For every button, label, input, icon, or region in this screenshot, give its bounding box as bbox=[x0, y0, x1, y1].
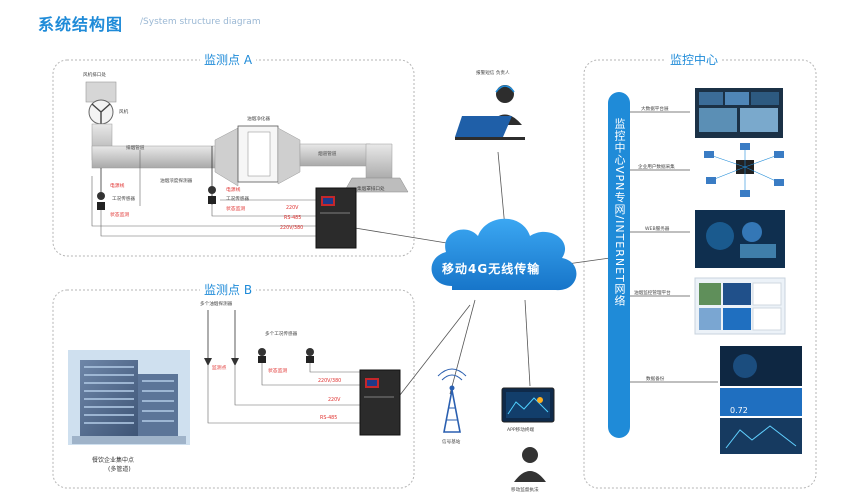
center-item-web-server: WEB服务器 bbox=[645, 227, 670, 232]
status-label-2: 状态监测 bbox=[110, 213, 130, 218]
exhaust-pipe-label: 排烟管道 bbox=[126, 146, 145, 151]
tower-label: 信号基站 bbox=[442, 440, 461, 445]
site-b-line-rs485: RS-485 bbox=[320, 416, 338, 421]
smoke-pipe-label: 烟道管道 bbox=[318, 152, 337, 157]
current-label-2: 电源线 bbox=[110, 184, 125, 189]
site-a-wires bbox=[91, 150, 316, 237]
line-220-380-label: 220V/380 bbox=[280, 226, 304, 231]
site-a-controller bbox=[315, 187, 357, 249]
fan-outlet-label: 风机排口处 bbox=[83, 73, 106, 78]
condition-sensor-bottom-label: 工况传感器 bbox=[112, 197, 135, 202]
site-a-ductwork bbox=[85, 81, 409, 193]
center-item-backup: 数据备份 bbox=[646, 377, 665, 382]
building-image bbox=[68, 350, 190, 445]
mobile-app-label: APP移动终端 bbox=[507, 428, 535, 433]
center-item-enterprise: 企业用户数据采集 bbox=[638, 165, 675, 170]
status-label-1: 状态监测 bbox=[226, 207, 246, 212]
screen-big-data bbox=[695, 88, 783, 138]
operator-label: 报警短信 负责人 bbox=[476, 71, 510, 76]
cloud-shape bbox=[431, 218, 577, 291]
site-b-sensors bbox=[204, 310, 314, 366]
line-220-label: 220V bbox=[286, 206, 299, 211]
vpn-label: 监控中心VPN专网/INTERNET网络 bbox=[613, 118, 626, 307]
site-b-wires bbox=[207, 363, 360, 424]
management-platform-screen bbox=[694, 277, 786, 335]
concentration-sensor-label: 油烟浓度探测器 bbox=[160, 179, 193, 184]
site-a-sensors bbox=[97, 146, 216, 210]
site-b-line-220-380: 220V/380 bbox=[318, 379, 342, 384]
mobile-app-icon bbox=[501, 387, 555, 423]
fan-label: 风机 bbox=[119, 110, 129, 115]
server-network-icon bbox=[704, 143, 784, 197]
gauge-value-2: 0.72 bbox=[730, 406, 748, 415]
data-backup-screens bbox=[720, 346, 802, 454]
condition-sensor-top-label: 工况传感器 bbox=[226, 197, 249, 202]
web-server-image bbox=[695, 210, 785, 268]
detection-point-label: 监测点 bbox=[212, 366, 227, 371]
page-subtitle: /System structure diagram bbox=[140, 17, 261, 27]
center-item-platform: 油烟监控管理平台 bbox=[634, 291, 671, 296]
center-title: 监控中心 bbox=[666, 51, 723, 68]
site-b-line-220: 220V bbox=[328, 398, 341, 403]
status-monitor-label: 状态监测 bbox=[268, 369, 288, 374]
mobile-law-label: 移动监督执法 bbox=[511, 488, 539, 493]
cloud-label: 移动4G无线传输 bbox=[442, 262, 541, 276]
multi-condition-label: 多个工况传感器 bbox=[265, 332, 298, 337]
site-b-controller bbox=[359, 369, 401, 436]
building-label-2: (多管道) bbox=[108, 466, 131, 473]
purifier-label: 油烟净化器 bbox=[247, 117, 270, 122]
multi-sensor-label: 多个油烟探测器 bbox=[200, 302, 233, 307]
page-title: 系统结构图 bbox=[38, 15, 124, 34]
center-item-big-data: 大数据平台展 bbox=[641, 107, 669, 112]
stove-outlet-label: 集烟罩排口处 bbox=[357, 187, 385, 192]
gauge-value: 0.72 bbox=[755, 315, 773, 324]
law-enforcement-icon bbox=[514, 447, 546, 482]
vpn-bar bbox=[608, 92, 630, 438]
site-b-title: 监测点 B bbox=[200, 281, 257, 298]
building-label-1: 餐饮企业集中点 bbox=[92, 457, 135, 464]
operator-icon bbox=[455, 85, 525, 140]
site-b-border bbox=[52, 289, 415, 489]
current-label-1: 电源线 bbox=[226, 188, 241, 193]
site-a-title: 监测点 A bbox=[200, 51, 257, 68]
signal-tower-icon bbox=[437, 368, 467, 433]
line-rs485-label: RS-485 bbox=[284, 216, 302, 221]
